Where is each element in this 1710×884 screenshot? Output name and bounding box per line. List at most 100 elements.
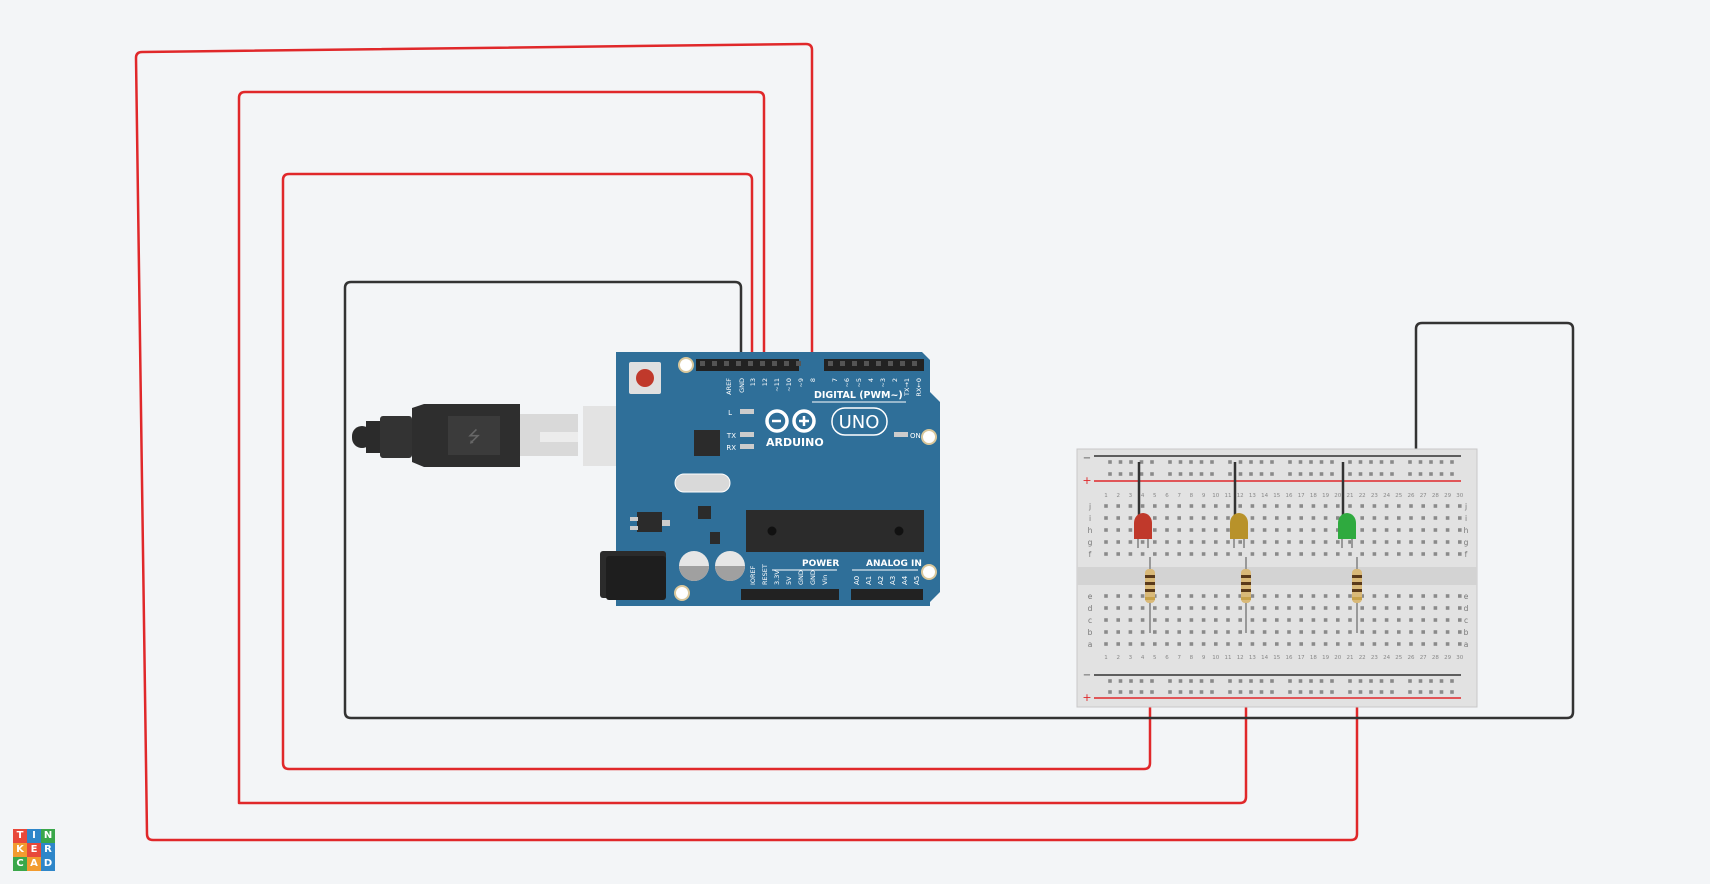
rail-hole[interactable] bbox=[1228, 679, 1232, 683]
breadboard-hole[interactable] bbox=[1409, 606, 1413, 610]
breadboard-hole[interactable] bbox=[1445, 528, 1450, 532]
breadboard-hole[interactable] bbox=[1421, 516, 1425, 520]
breadboard-hole[interactable] bbox=[1287, 618, 1291, 622]
header-pin[interactable] bbox=[864, 361, 869, 366]
rail-hole[interactable] bbox=[1259, 472, 1264, 476]
breadboard-hole[interactable] bbox=[1311, 594, 1316, 598]
header-pin[interactable] bbox=[724, 361, 729, 366]
rail-hole[interactable] bbox=[1228, 472, 1232, 476]
breadboard-hole[interactable] bbox=[1189, 540, 1194, 544]
breadboard-hole[interactable] bbox=[1287, 516, 1291, 520]
rail-hole[interactable] bbox=[1439, 690, 1444, 694]
breadboard-hole[interactable] bbox=[1140, 594, 1145, 598]
rail-hole[interactable] bbox=[1369, 460, 1373, 464]
breadboard-hole[interactable] bbox=[1153, 552, 1157, 556]
breadboard-hole[interactable] bbox=[1153, 618, 1157, 622]
breadboard-hole[interactable] bbox=[1323, 594, 1328, 598]
breadboard-hole[interactable] bbox=[1421, 630, 1425, 634]
breadboard-hole[interactable] bbox=[1311, 618, 1316, 622]
breadboard-hole[interactable] bbox=[1128, 606, 1133, 610]
breadboard-hole[interactable] bbox=[1421, 606, 1425, 610]
breadboard-hole[interactable] bbox=[1397, 642, 1401, 646]
breadboard-hole[interactable] bbox=[1104, 552, 1108, 556]
rail-hole[interactable] bbox=[1309, 472, 1313, 476]
breadboard-hole[interactable] bbox=[1238, 594, 1242, 598]
breadboard-hole[interactable] bbox=[1165, 516, 1169, 520]
rail-hole[interactable] bbox=[1330, 690, 1334, 694]
breadboard-hole[interactable] bbox=[1384, 594, 1389, 598]
breadboard-hole[interactable] bbox=[1275, 540, 1279, 544]
breadboard-hole[interactable] bbox=[1201, 606, 1206, 610]
breadboard-hole[interactable] bbox=[1140, 540, 1145, 544]
breadboard-hole[interactable] bbox=[1384, 516, 1389, 520]
rail-hole[interactable] bbox=[1418, 690, 1423, 694]
breadboard-hole[interactable] bbox=[1189, 552, 1194, 556]
rail-hole[interactable] bbox=[1129, 690, 1133, 694]
breadboard-hole[interactable] bbox=[1128, 618, 1133, 622]
rail-hole[interactable] bbox=[1348, 472, 1352, 476]
rail-hole[interactable] bbox=[1118, 679, 1123, 683]
breadboard-hole[interactable] bbox=[1275, 630, 1279, 634]
breadboard-hole[interactable] bbox=[1128, 528, 1133, 532]
rail-hole[interactable] bbox=[1418, 679, 1423, 683]
header-pin[interactable] bbox=[796, 361, 801, 366]
breadboard-hole[interactable] bbox=[1311, 528, 1316, 532]
rail-hole[interactable] bbox=[1319, 472, 1324, 476]
rail-hole[interactable] bbox=[1139, 460, 1144, 464]
rail-hole[interactable] bbox=[1408, 690, 1412, 694]
breadboard-hole[interactable] bbox=[1287, 642, 1291, 646]
breadboard-hole[interactable] bbox=[1226, 642, 1230, 646]
breadboard-hole[interactable] bbox=[1372, 552, 1377, 556]
breadboard-hole[interactable] bbox=[1433, 504, 1438, 508]
breadboard-hole[interactable] bbox=[1140, 630, 1145, 634]
breadboard-hole[interactable] bbox=[1311, 630, 1316, 634]
breadboard-hole[interactable] bbox=[1433, 528, 1438, 532]
rail-hole[interactable] bbox=[1210, 472, 1214, 476]
rail-hole[interactable] bbox=[1439, 460, 1444, 464]
rail-hole[interactable] bbox=[1429, 679, 1433, 683]
rail-hole[interactable] bbox=[1309, 690, 1313, 694]
breadboard-hole[interactable] bbox=[1445, 540, 1450, 544]
rail-hole[interactable] bbox=[1150, 460, 1154, 464]
rail-hole[interactable] bbox=[1270, 472, 1274, 476]
breadboard-hole[interactable] bbox=[1433, 618, 1438, 622]
breadboard-hole[interactable] bbox=[1275, 618, 1279, 622]
breadboard-hole[interactable] bbox=[1311, 504, 1316, 508]
led-green[interactable] bbox=[1338, 513, 1356, 548]
rail-hole[interactable] bbox=[1429, 460, 1433, 464]
breadboard-hole[interactable] bbox=[1275, 528, 1279, 532]
rail-hole[interactable] bbox=[1178, 690, 1183, 694]
breadboard-hole[interactable] bbox=[1128, 516, 1133, 520]
breadboard-hole[interactable] bbox=[1214, 606, 1218, 610]
breadboard-hole[interactable] bbox=[1104, 516, 1108, 520]
breadboard-hole[interactable] bbox=[1226, 552, 1230, 556]
rail-hole[interactable] bbox=[1168, 679, 1172, 683]
breadboard-hole[interactable] bbox=[1214, 516, 1218, 520]
breadboard-hole[interactable] bbox=[1397, 606, 1401, 610]
breadboard-hole[interactable] bbox=[1445, 630, 1450, 634]
rail-hole[interactable] bbox=[1298, 460, 1303, 464]
breadboard-hole[interactable] bbox=[1372, 528, 1377, 532]
breadboard-hole[interactable] bbox=[1214, 594, 1218, 598]
breadboard-hole[interactable] bbox=[1226, 606, 1230, 610]
breadboard-hole[interactable] bbox=[1336, 504, 1340, 508]
breadboard-hole[interactable] bbox=[1226, 618, 1230, 622]
breadboard-hole[interactable] bbox=[1226, 516, 1230, 520]
rail-hole[interactable] bbox=[1330, 679, 1334, 683]
breadboard-hole[interactable] bbox=[1384, 540, 1389, 544]
breadboard-hole[interactable] bbox=[1360, 516, 1364, 520]
breadboard-hole[interactable] bbox=[1177, 540, 1181, 544]
breadboard-hole[interactable] bbox=[1433, 594, 1438, 598]
rail-hole[interactable] bbox=[1139, 472, 1144, 476]
rail-hole[interactable] bbox=[1259, 679, 1264, 683]
breadboard-hole[interactable] bbox=[1421, 594, 1425, 598]
rail-hole[interactable] bbox=[1259, 460, 1264, 464]
breadboard-hole[interactable] bbox=[1116, 516, 1120, 520]
rail-hole[interactable] bbox=[1139, 690, 1144, 694]
breadboard-hole[interactable] bbox=[1299, 630, 1303, 634]
power-jack[interactable] bbox=[600, 551, 666, 600]
breadboard-hole[interactable] bbox=[1299, 516, 1303, 520]
breadboard-hole[interactable] bbox=[1104, 642, 1108, 646]
rail-hole[interactable] bbox=[1199, 690, 1204, 694]
breadboard-hole[interactable] bbox=[1128, 504, 1133, 508]
